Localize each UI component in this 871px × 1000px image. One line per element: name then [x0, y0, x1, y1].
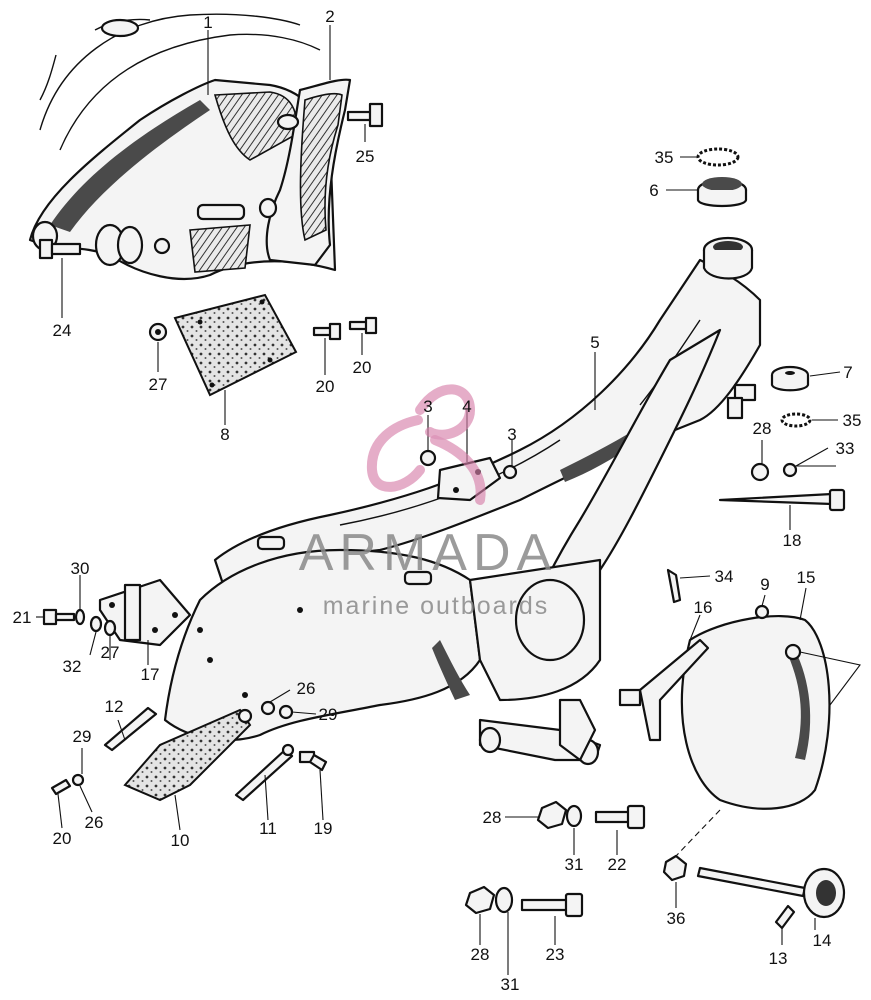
washer-31-bottom	[494, 886, 514, 914]
watermark-logo	[366, 384, 486, 505]
callout-34: 34	[715, 567, 734, 586]
callout-30: 30	[71, 559, 90, 578]
callout-33: 33	[836, 439, 855, 458]
washer-30	[74, 608, 86, 626]
watermark-title: ARMADA	[299, 524, 557, 582]
leader-lines	[36, 25, 841, 975]
bolt-24	[38, 238, 82, 260]
rear-fender-inner	[28, 78, 337, 281]
callout-28-middle: 28	[483, 808, 502, 827]
bolt-20-lower	[50, 778, 72, 796]
nut-27-lower	[103, 619, 117, 637]
bolt-25	[346, 102, 384, 128]
callout-31-bottom: 31	[501, 975, 520, 994]
callout-26-mid: 26	[297, 679, 316, 698]
callout-32: 32	[63, 657, 82, 676]
callout-14: 14	[813, 931, 832, 950]
side-cover-15	[680, 614, 861, 810]
watermark-subtitle: marine outboards	[323, 592, 550, 620]
callout-22: 22	[608, 855, 627, 874]
bodywork-outline	[39, 13, 321, 151]
bolt-19	[298, 750, 328, 772]
bolt-20-upper-b	[348, 316, 378, 335]
callout-5: 5	[590, 333, 599, 352]
callout-25: 25	[356, 147, 375, 166]
callout-29-lower: 29	[73, 727, 92, 746]
callout-28-bottom: 28	[471, 945, 490, 964]
nut-36	[662, 854, 688, 882]
callout-35-top: 35	[655, 148, 674, 167]
callout-20-lower: 20	[53, 829, 72, 848]
nut-27-upper	[148, 322, 168, 342]
washer-26-lower	[71, 773, 85, 787]
steering-bearing-6	[696, 177, 748, 208]
callout-18: 18	[783, 531, 802, 550]
rear-side-plate	[258, 78, 352, 267]
nut-32	[89, 615, 103, 633]
long-bolt-18	[718, 488, 846, 512]
pin-34	[666, 568, 682, 604]
bolt-20-upper-a	[312, 322, 342, 341]
callout-35-lower: 35	[843, 411, 862, 430]
callout-2: 2	[325, 7, 334, 26]
callout-23: 23	[546, 945, 565, 964]
nut-28-upper	[750, 462, 770, 482]
bolt-21	[42, 608, 76, 626]
callout-27-lower: 27	[101, 643, 120, 662]
callout-20-upper-a: 20	[316, 377, 335, 396]
callout-6: 6	[649, 181, 658, 200]
callout-28-upper: 28	[753, 419, 772, 438]
ball-race-35-top	[696, 147, 740, 167]
washer-33	[782, 462, 798, 478]
bracket-16	[618, 638, 710, 742]
callout-1: 1	[203, 13, 212, 32]
link-11	[234, 743, 295, 802]
callout-15: 15	[797, 568, 816, 587]
callout-19: 19	[314, 819, 333, 838]
nut-29-mid	[278, 704, 294, 720]
nut-9	[754, 604, 770, 620]
bolt-23	[520, 892, 584, 918]
knob-bolt-14	[696, 866, 846, 919]
ball-race-35-lower	[780, 412, 812, 428]
callout-17: 17	[141, 665, 160, 684]
callout-7: 7	[843, 363, 852, 382]
main-frame	[163, 236, 762, 766]
callout-labels: 1 2 25 35 6 24 20 20 27 8 5 7 3 4 3 35 2…	[13, 7, 862, 994]
license-bracket-17	[98, 578, 192, 647]
nut-28-middle	[536, 800, 568, 830]
callout-16: 16	[694, 598, 713, 617]
callout-36: 36	[667, 909, 686, 928]
bolt-22	[594, 804, 646, 830]
watermark: ARMADA marine outboards	[299, 384, 557, 620]
callout-13: 13	[769, 949, 788, 968]
callout-26-lower: 26	[85, 813, 104, 832]
stay-12	[103, 706, 158, 752]
callout-21: 21	[13, 608, 32, 627]
callout-29-mid: 29	[319, 705, 338, 724]
callout-3-left: 3	[423, 397, 432, 416]
nut-26-mid	[260, 700, 276, 716]
callout-11: 11	[259, 819, 277, 838]
callout-9: 9	[760, 575, 769, 594]
rubber-pad	[173, 293, 298, 397]
callout-31-middle: 31	[565, 855, 584, 874]
mud-plate-10	[123, 708, 253, 802]
callout-12: 12	[105, 697, 124, 716]
callout-20-upper-b: 20	[353, 358, 372, 377]
nut-3-right	[502, 464, 518, 480]
callout-27-upper: 27	[149, 375, 168, 394]
callout-24: 24	[53, 321, 72, 340]
rubber-washer-7	[770, 365, 810, 392]
callout-10: 10	[171, 831, 190, 850]
nut-3-left	[419, 449, 437, 467]
nut-28-bottom	[464, 885, 496, 915]
callout-3-right: 3	[507, 425, 516, 444]
callout-4: 4	[462, 397, 471, 416]
clip-13	[774, 904, 796, 930]
callout-8: 8	[220, 425, 229, 444]
washer-31-middle	[565, 804, 583, 828]
